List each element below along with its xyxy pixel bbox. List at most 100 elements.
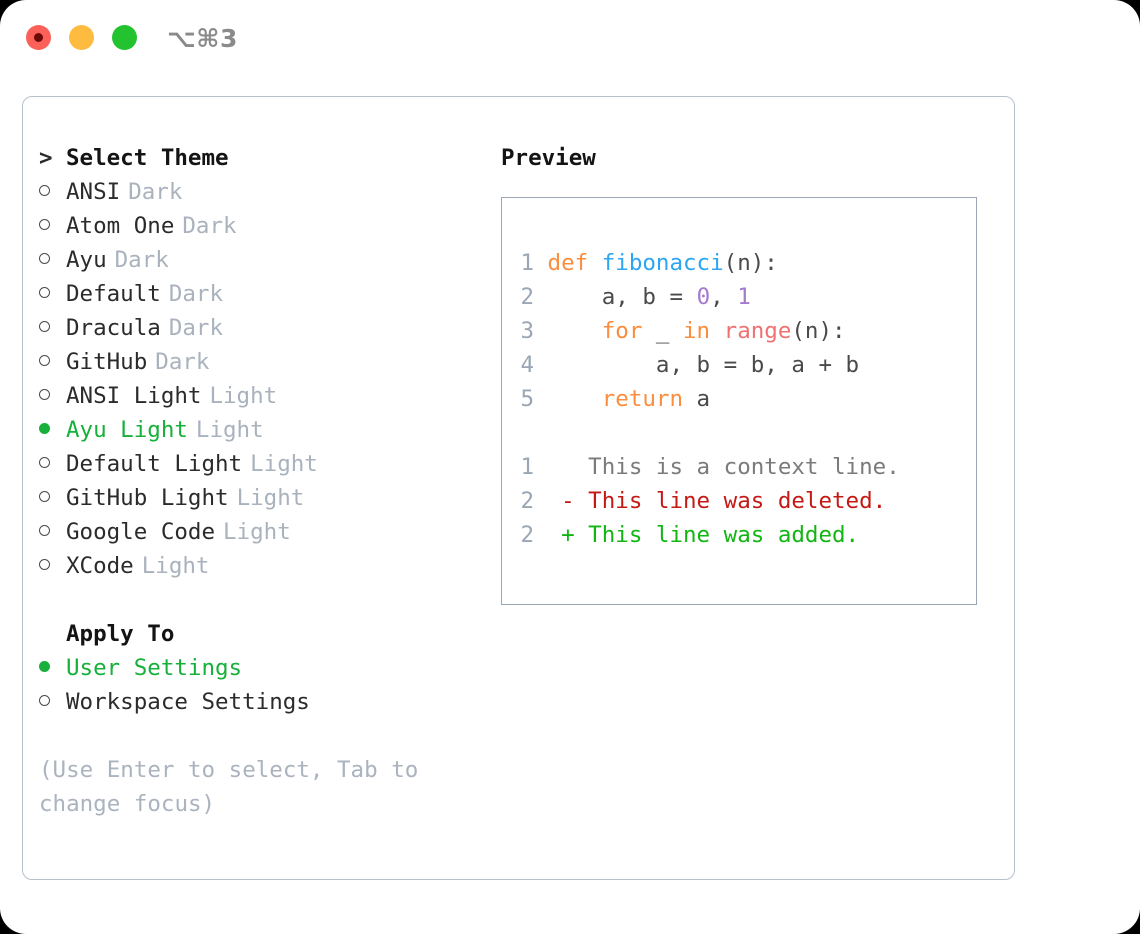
theme-name-label: Default [66, 281, 161, 307]
preview-title: Preview [501, 145, 596, 171]
code-token: (n): [723, 250, 778, 276]
code-token: , [710, 284, 738, 310]
keyboard-hint-text: (Use Enter to select, Tab to change focu… [39, 757, 432, 817]
titlebar: ⌥⌘3 [0, 0, 1140, 78]
theme-variant-label: Dark [155, 349, 210, 375]
line-number: 2 [520, 522, 534, 548]
code-line: 3 for _ in range(n): [520, 314, 976, 348]
apply-to-label: Workspace Settings [66, 689, 310, 715]
theme-list-item[interactable]: Default Dark [39, 277, 479, 311]
line-number: 1 [520, 250, 534, 276]
theme-variant-label: Dark [168, 315, 224, 341]
theme-name-label: XCode [66, 553, 134, 579]
theme-name-label: GitHub [66, 349, 148, 375]
theme-name-label: Ayu Light [66, 417, 188, 443]
code-token: for [601, 318, 643, 344]
code-token [548, 318, 602, 344]
diff-line: 2 - This line was deleted. [520, 484, 976, 518]
diff-line-text: + This line was added. [534, 522, 860, 548]
diff-sample: 1 This is a context line.2 - This line w… [520, 450, 976, 552]
line-number: 1 [520, 454, 534, 480]
theme-list-item[interactable]: XCode Light [39, 549, 479, 583]
diff-line: 1 This is a context line. [520, 450, 976, 484]
code-token: 0 [696, 284, 711, 310]
apply-to-item[interactable]: Workspace Settings [39, 685, 479, 719]
code-token [548, 386, 602, 412]
code-token: in [683, 318, 711, 344]
code-token: 1 [737, 284, 751, 310]
code-token: _ [642, 318, 684, 344]
code-token: def [547, 250, 602, 276]
code-token: a, b = [547, 284, 697, 310]
code-token: range [723, 318, 792, 344]
maximize-button[interactable] [112, 25, 137, 50]
code-token: (n): [791, 318, 846, 344]
theme-list-item[interactable]: Ayu Dark [39, 243, 479, 277]
theme-variant-label: Dark [168, 281, 224, 307]
line-number: 4 [520, 352, 534, 378]
theme-variant-label: Dark [182, 213, 237, 239]
code-line: 1 def fibonacci(n): [520, 246, 976, 280]
window-controls [26, 25, 137, 50]
theme-name-label: ANSI [66, 179, 121, 205]
theme-picker-header: > Select Theme [39, 141, 479, 175]
apply-to-item[interactable]: User Settings [39, 651, 479, 685]
theme-picker-title: Select Theme [66, 145, 229, 171]
theme-list-item[interactable]: Google Code Light [39, 515, 479, 549]
theme-name-label: GitHub Light [66, 485, 229, 511]
theme-name-label: Google Code [66, 519, 216, 545]
line-number: 3 [520, 318, 534, 344]
theme-variant-label: Light [236, 485, 305, 511]
theme-list-item[interactable]: Default Light Light [39, 447, 479, 481]
theme-list-item[interactable]: GitHub Dark [39, 345, 479, 379]
apply-to-title: Apply To [66, 621, 175, 647]
theme-list-item[interactable]: Atom One Dark [39, 209, 479, 243]
minimize-button[interactable] [69, 25, 94, 50]
line-number: 2 [520, 284, 534, 310]
keyboard-shortcut-label: ⌥⌘3 [167, 24, 238, 53]
theme-name-label: Atom One [66, 213, 175, 239]
theme-variant-label: Dark [128, 179, 183, 205]
section-spacer [39, 583, 479, 617]
theme-variant-label: Light [223, 519, 291, 545]
theme-name-label: Default Light [66, 451, 243, 477]
diff-line-text: This is a context line. [534, 454, 900, 480]
apply-to-label: User Settings [66, 655, 243, 681]
theme-list-item[interactable]: Dracula Dark [39, 311, 479, 345]
code-line: 2 a, b = 0, 1 [520, 280, 976, 314]
theme-variant-label: Dark [114, 247, 169, 273]
theme-variant-label: Light [250, 451, 318, 477]
preview-column: Preview 1 def fibonacci(n):2 a, b = 0, 1… [501, 141, 1001, 605]
theme-variant-label: Light [141, 553, 210, 579]
theme-list-item[interactable]: Ayu Light Light [39, 413, 479, 447]
theme-variant-label: Light [195, 417, 264, 443]
code-token: fibonacci [601, 250, 724, 276]
diff-line: 2 + This line was added. [520, 518, 976, 552]
theme-variant-label: Light [209, 383, 278, 409]
theme-list-item[interactable]: ANSI Dark [39, 175, 479, 209]
recording-indicator-icon [34, 33, 43, 42]
code-token: a, b = b, a + b [547, 352, 860, 378]
line-number: 2 [520, 488, 534, 514]
code-token: return [601, 386, 684, 412]
code-token [710, 318, 724, 344]
code-token: a [683, 386, 711, 412]
code-line: 5 return a [520, 382, 976, 416]
diff-line-text: - This line was deleted. [534, 488, 887, 514]
theme-name-label: Dracula [66, 315, 161, 341]
line-number: 5 [520, 386, 534, 412]
code-diff-separator [520, 416, 976, 450]
prompt-caret-icon: > [39, 145, 53, 171]
theme-name-label: Ayu [66, 247, 107, 273]
close-button[interactable] [26, 25, 51, 50]
theme-list-item[interactable]: GitHub Light Light [39, 481, 479, 515]
code-line: 4 a, b = b, a + b [520, 348, 976, 382]
